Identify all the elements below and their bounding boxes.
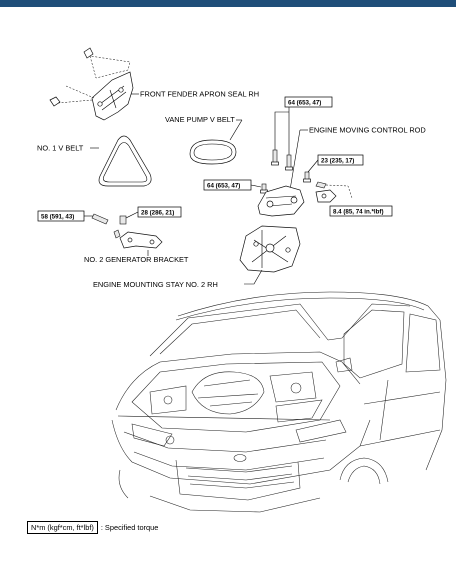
vane-pump-v-belt-part [189, 139, 237, 165]
torque-28: 28 (286, 21) [141, 210, 174, 217]
engine-mounting-stay-label: ENGINE MOUNTING STAY NO. 2 RH [93, 280, 218, 289]
no1-v-belt-label: NO. 1 V BELT [37, 144, 84, 153]
front-fender-apron-seal-label: FRONT FENDER APRON SEAL RH [140, 90, 259, 99]
torque-8-4: 8.4 (85, 74 in.*lbf) [333, 209, 384, 216]
no2-generator-bracket-part [113, 229, 163, 249]
front-fender-apron-seal-part [49, 47, 134, 121]
engine-moving-control-rod-label: ENGINE MOVING CONTROL ROD [309, 126, 426, 135]
header-bar [0, 0, 456, 7]
torque-58: 58 (591, 43) [41, 214, 74, 221]
torque-legend: N*m (kgf*cm, ft*lbf) : Specified torque [27, 520, 158, 534]
generator-bracket-bolt [91, 213, 109, 225]
vane-pump-v-belt-label: VANE PUMP V BELT [165, 115, 235, 124]
small-bracket-part [315, 181, 353, 203]
torque-64-top: 64 (653, 47) [288, 100, 321, 107]
no1-v-belt-part [98, 135, 152, 187]
torque-unit-box: N*m (kgf*cm, ft*lbf) [27, 520, 98, 534]
torque-64-left: 64 (653, 47) [207, 183, 240, 190]
vehicle-illustration [111, 291, 447, 513]
engine-mounting-stay-part [239, 225, 301, 273]
no2-generator-bracket-label: NO. 2 GENERATOR BRACKET [84, 255, 189, 264]
torque-box-8-4 [329, 205, 393, 217]
bolts [260, 149, 311, 194]
engine-moving-control-rod-part [257, 185, 305, 217]
torque-box-64-top [284, 96, 333, 108]
torque-legend-text: : Specified torque [100, 522, 159, 532]
generator-bracket-nut [119, 215, 127, 225]
torque-23: 23 (235, 17) [321, 158, 354, 165]
